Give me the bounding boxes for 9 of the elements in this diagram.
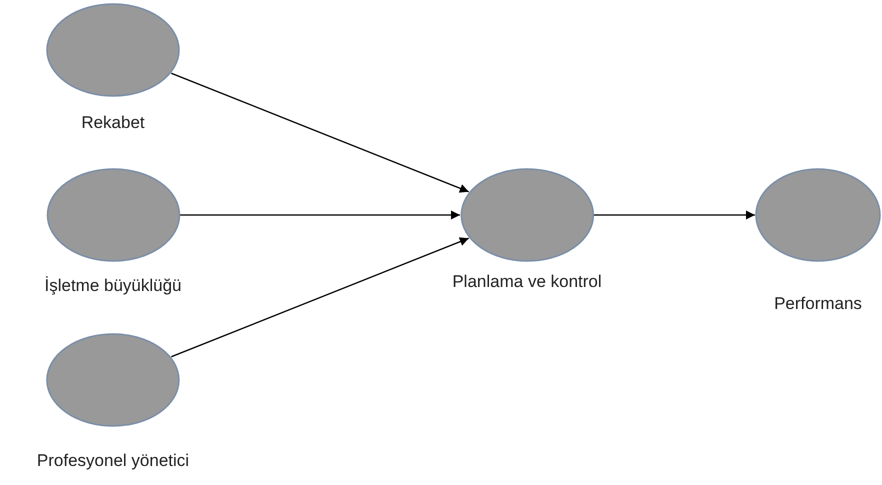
node-label: İşletme büyüklüğü xyxy=(44,276,182,296)
node-label: Rekabet xyxy=(81,113,145,133)
arrow xyxy=(171,72,469,193)
node-label: Planlama ve kontrol xyxy=(452,272,602,292)
arrow xyxy=(171,237,469,358)
arrow xyxy=(180,210,460,220)
arrow xyxy=(594,210,755,220)
node-label: Performans xyxy=(774,294,862,314)
node-label: Profesyonel yönetici xyxy=(36,451,190,471)
